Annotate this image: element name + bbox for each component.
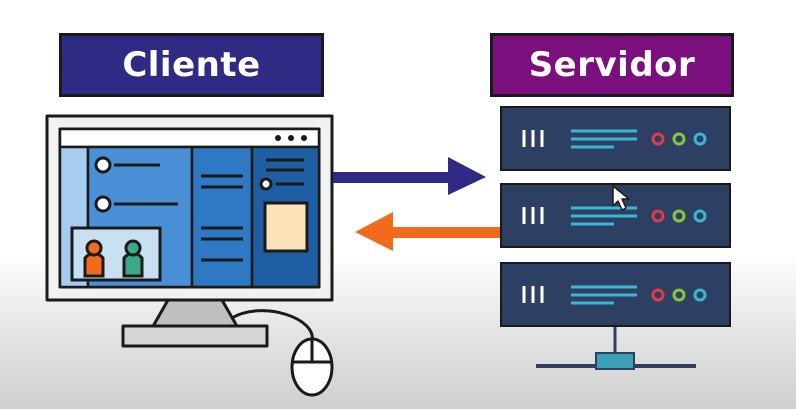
- response-arrow: [355, 212, 502, 251]
- server-rack-icon: [500, 106, 731, 370]
- mouse-pointer-icon: [612, 185, 630, 211]
- user-list: [94, 156, 178, 213]
- client-label: Cliente: [59, 33, 324, 97]
- right-panel-content: [259, 158, 309, 253]
- mouse-icon: [231, 309, 334, 397]
- window-dots: [275, 135, 307, 141]
- server-unit: [500, 262, 731, 327]
- request-arrow: [333, 157, 486, 195]
- server-label: Servidor: [490, 33, 734, 97]
- server-unit: [500, 106, 731, 171]
- photo-icon: [70, 226, 162, 282]
- text-lines: [201, 174, 243, 262]
